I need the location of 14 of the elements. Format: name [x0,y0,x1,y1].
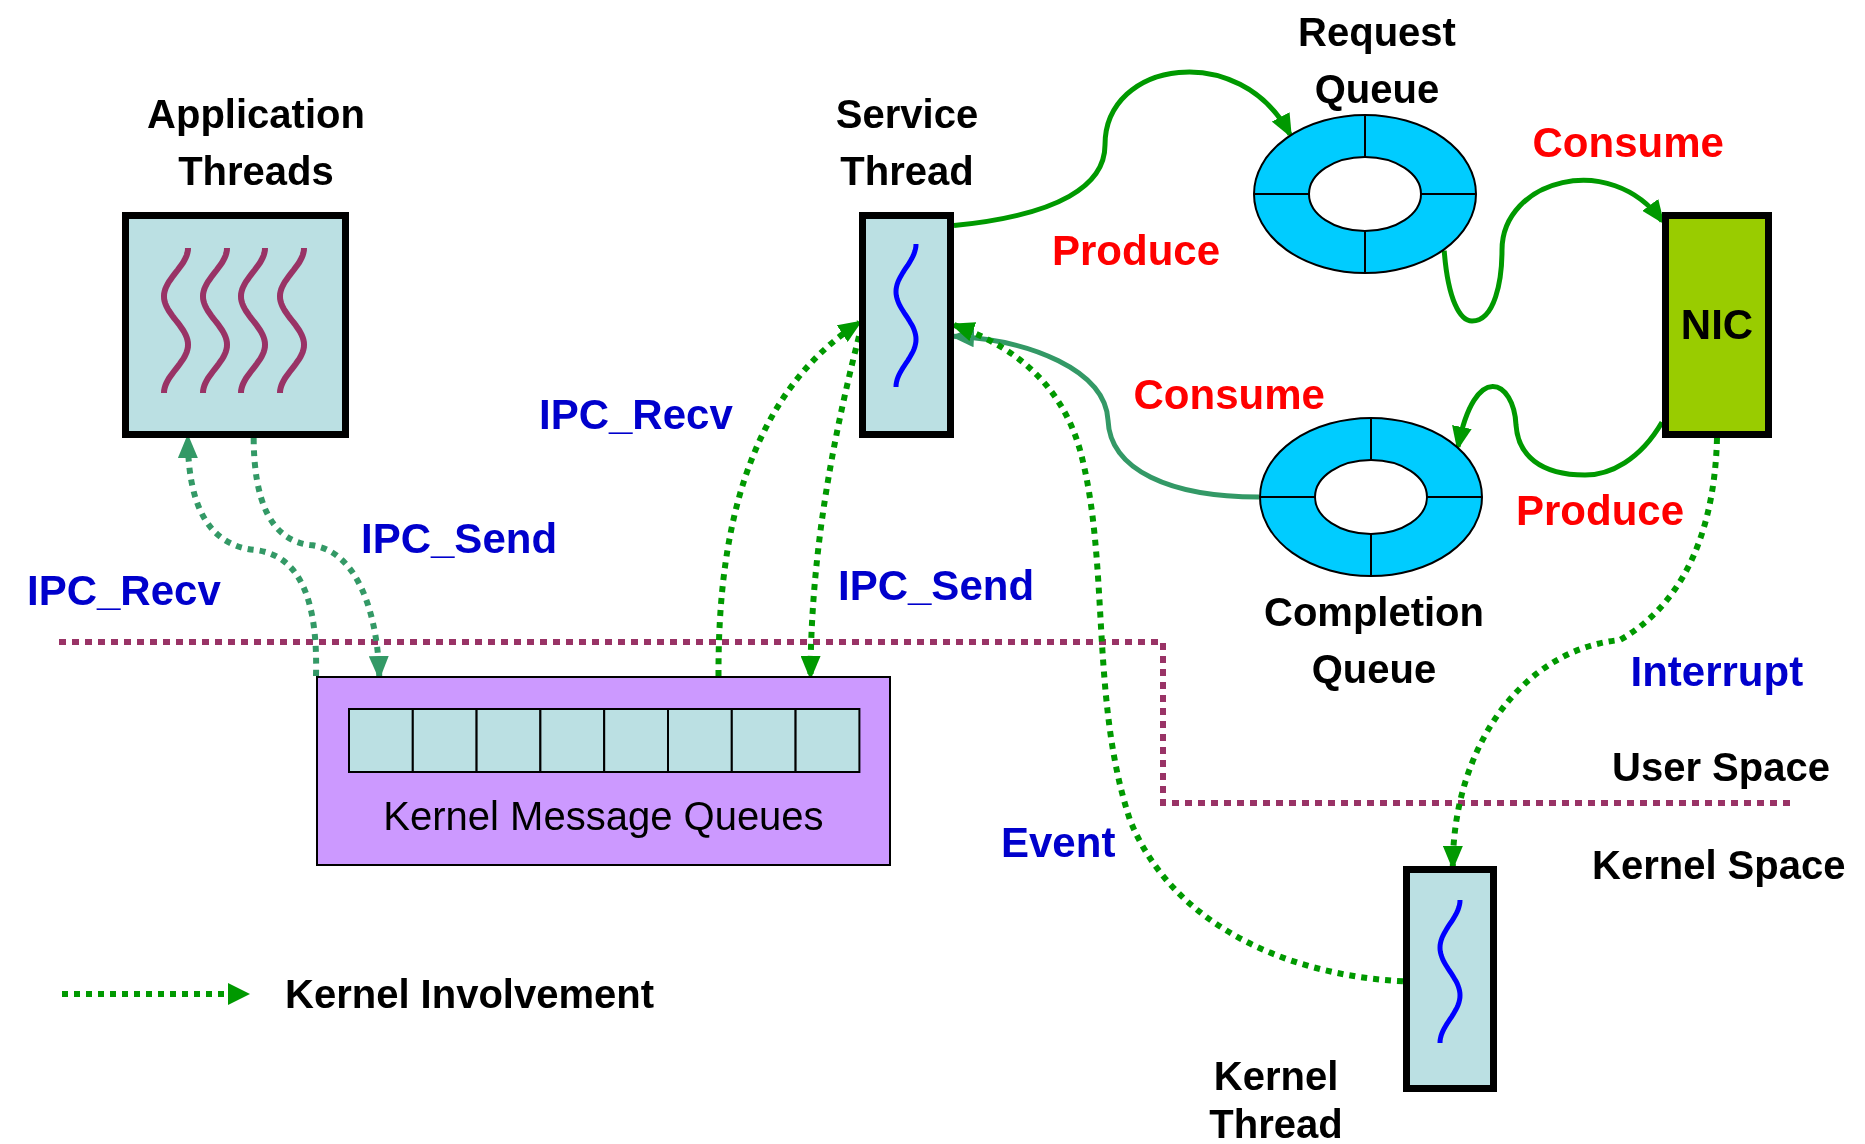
region-label: User Space [1612,745,1830,789]
node-label: Kernel Thread [1208,1053,1344,1144]
node-label: Request Queue [1297,9,1457,113]
node-label: Completion Queue [1263,589,1485,693]
node-label: Application Threads [146,91,366,195]
legend-label: Kernel Involvement [285,972,654,1016]
device-box [1662,212,1772,438]
node-label: Kernel Message Queues [382,793,825,840]
node-label: Service Thread [834,91,980,195]
arrow [953,69,1293,229]
node-label: NIC [1679,301,1755,349]
region-label: Kernel Space [1592,843,1846,887]
arrow [1441,178,1665,324]
queue-panel [316,676,891,866]
